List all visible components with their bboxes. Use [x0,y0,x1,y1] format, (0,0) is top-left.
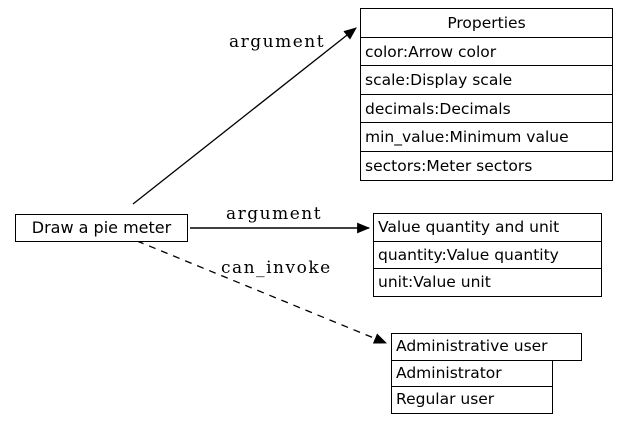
table-row: Regular user [391,386,553,414]
argument-arrow-to-properties [132,27,357,205]
value-quantity-table: Value quantity and unit quantity:Value q… [373,213,602,297]
edge-label-can-invoke: can_invoke [221,258,332,278]
can-invoke-dashed-arrow [136,240,388,344]
admin-user-table: Administrative user Administrator Regula… [391,333,582,414]
edge-label-argument-top: argument [229,32,326,52]
admin-user-table-header: Administrative user [391,333,582,361]
table-row: scale:Display scale [360,65,613,95]
table-row: sectors:Meter sectors [360,150,613,181]
node-draw-a-pie-meter: Draw a pie meter [15,214,188,242]
table-row: quantity:Value quantity [373,240,602,270]
table-row: decimals:Decimals [360,93,613,124]
table-row: unit:Value unit [373,268,602,297]
table-row: color:Arrow color [360,36,613,67]
table-row: Administrator [391,359,553,388]
properties-table-header: Properties [360,8,613,38]
edge-label-argument-middle: argument [226,204,323,224]
properties-table: Properties color:Arrow color scale:Displ… [360,8,613,181]
table-row: min_value:Minimum value [360,122,613,152]
value-quantity-table-header: Value quantity and unit [373,213,602,242]
